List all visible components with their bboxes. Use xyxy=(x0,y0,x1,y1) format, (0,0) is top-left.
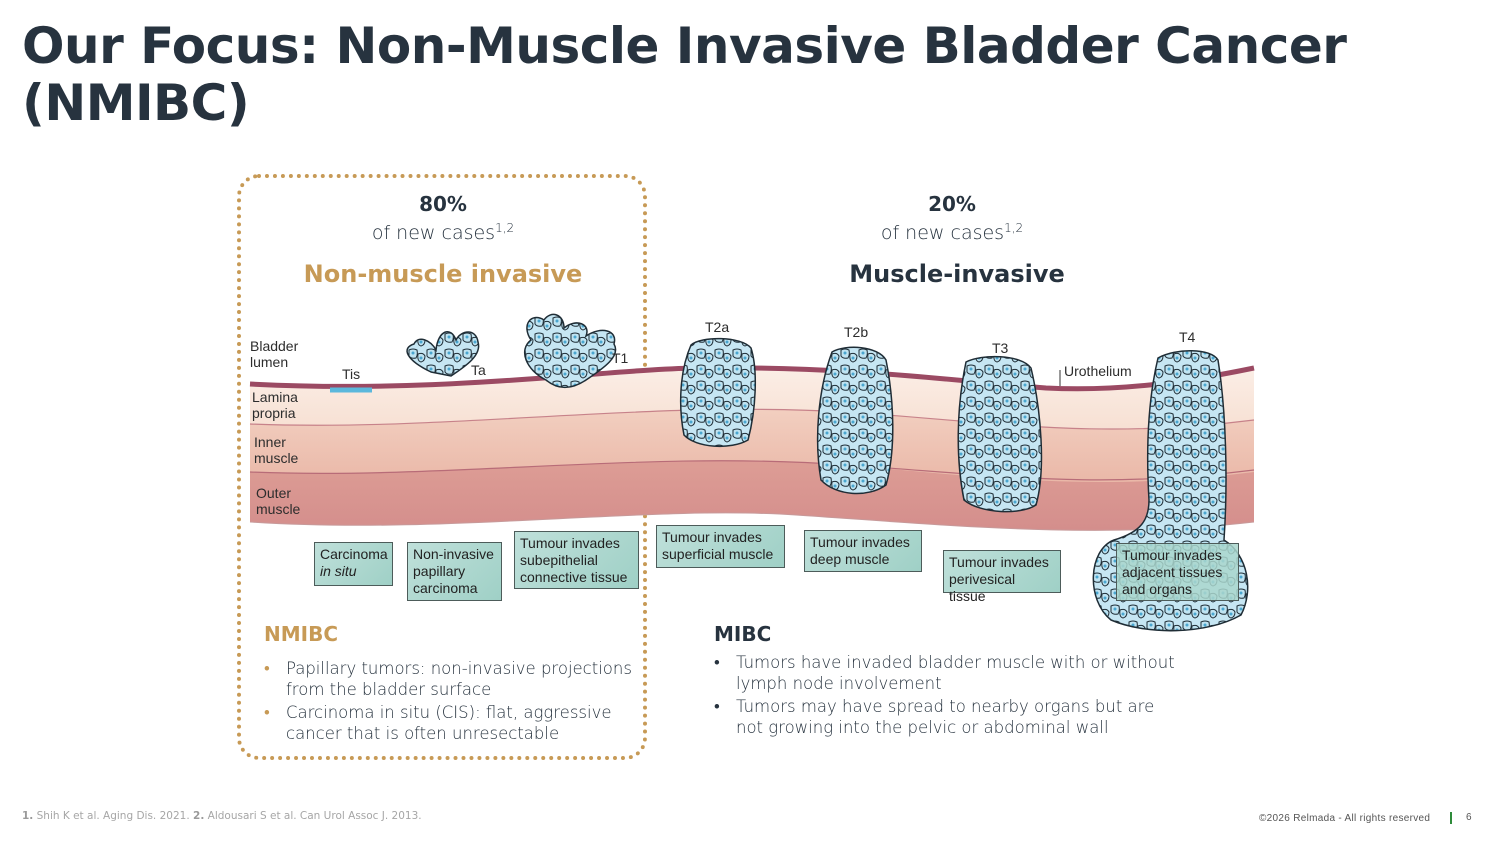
stage-box-line: Tumour invades xyxy=(520,535,620,551)
stage-code-t4: T4 xyxy=(1179,329,1196,345)
stage-code-t2a: T2a xyxy=(705,319,730,335)
copyright-notice: ©2026 Relmada - All rights reserved xyxy=(1259,813,1431,824)
layer-label-line: Lamina xyxy=(252,389,298,405)
nmibc-stat: 80% of new cases1,2 xyxy=(293,192,593,245)
nmibc-caption-text: of new cases xyxy=(371,222,496,244)
stage-box-line: Tumour invades xyxy=(949,554,1049,570)
stage-code-t1: T1 xyxy=(612,350,629,366)
stage-box-line: superficial muscle xyxy=(662,546,774,562)
nmibc-caption-refs: 1,2 xyxy=(495,221,515,235)
bladder-wall-illustration xyxy=(249,313,1255,632)
layer-label-line: Bladder xyxy=(250,338,299,354)
mibc-category-label: Muscle-invasive xyxy=(849,260,1065,288)
mibc-stat: 20% of new cases1,2 xyxy=(802,192,1102,245)
bullet-icon: • xyxy=(264,703,270,722)
stage-box-t2b: Tumour invades deep muscle xyxy=(804,530,922,572)
list-item: • Papillary tumors: non-invasive projecti… xyxy=(264,658,634,700)
list-item: • Tumors may have spread to nearby organs… xyxy=(714,696,1184,738)
bullet-text: Tumors may have spread to nearby organs … xyxy=(736,697,1155,737)
nmibc-category-label: Non-muscle invasive xyxy=(303,260,583,288)
bullet-icon: • xyxy=(714,653,720,672)
stage-box-ta: Non-invasive papillary carcinoma xyxy=(407,542,502,601)
stage-code-tis: Tis xyxy=(342,366,361,382)
stage-box-line: subepithelial xyxy=(520,552,598,568)
layer-label-line: Outer xyxy=(256,485,292,501)
list-item: • Carcinoma in situ (CIS): flat, aggressi… xyxy=(264,702,634,744)
stage-box-t3: Tumour invades perivesical tissue xyxy=(943,550,1061,604)
ta-tumour xyxy=(406,330,480,377)
stage-box-line: in situ xyxy=(320,563,357,579)
stage-box-line: and organs xyxy=(1122,581,1193,597)
stage-box-line: Tumour invades xyxy=(810,534,910,550)
bullet-text: Papillary tumors: non-invasive projectio… xyxy=(286,659,632,699)
footer-separator xyxy=(1450,812,1452,824)
list-item: • Tumors have invaded bladder muscle with… xyxy=(714,652,1184,694)
t1-tumour xyxy=(524,313,617,389)
layer-label-line: muscle xyxy=(256,501,301,517)
stage-box-line: Tumour invades xyxy=(662,529,762,545)
stage-box-tis: Carcinoma in situ xyxy=(314,542,393,586)
ref2-text: Aldousari S et al. Can Urol Assoc J. 201… xyxy=(207,810,422,822)
t2a-tumour xyxy=(679,337,757,448)
layer-label-line: Inner xyxy=(254,434,286,450)
stage-box-line: adjacent tissues xyxy=(1122,564,1223,580)
stage-box-line: carcinoma xyxy=(413,580,478,596)
nmibc-percent-caption: of new cases1,2 xyxy=(293,216,593,245)
stage-box-line: Tumour invades xyxy=(1122,547,1222,563)
page-title: Our Focus: Non-Muscle Invasive Bladder C… xyxy=(22,17,1347,132)
ref1-number: 1. xyxy=(22,810,34,822)
bullet-icon: • xyxy=(714,697,720,716)
nmibc-bullet-list: • Papillary tumors: non-invasive projecti… xyxy=(264,658,634,746)
mibc-caption-refs: 1,2 xyxy=(1004,221,1024,235)
stage-box-line: Carcinoma xyxy=(320,546,388,562)
mibc-percent: 20% xyxy=(928,192,976,216)
stage-code-t2b: T2b xyxy=(844,324,869,340)
stage-code-t3: T3 xyxy=(992,340,1009,356)
layer-label-line: lumen xyxy=(250,354,289,370)
stage-code-ta: Ta xyxy=(471,362,486,378)
stage-box-line: perivesical tissue xyxy=(949,571,1016,604)
stage-box-t4: Tumour invades adjacent tissues and orga… xyxy=(1116,543,1239,601)
ref1-text: Shih K et al. Aging Dis. 2021. xyxy=(36,810,190,822)
stage-box-line: deep muscle xyxy=(810,551,890,567)
nmibc-heading: NMIBC xyxy=(264,622,339,646)
ref2-number: 2. xyxy=(193,810,205,822)
t3-tumour xyxy=(957,355,1043,513)
mibc-bullet-list: • Tumors have invaded bladder muscle with… xyxy=(714,652,1184,740)
stage-box-line: connective tissue xyxy=(520,569,628,585)
t2b-tumour xyxy=(816,346,894,495)
stage-box-line: papillary xyxy=(413,563,466,579)
urothelium-label: Urothelium xyxy=(1064,363,1132,379)
bullet-text: Tumors have invaded bladder muscle with … xyxy=(736,653,1175,693)
bullet-icon: • xyxy=(264,659,270,678)
stage-box-line: Non-invasive xyxy=(413,546,494,562)
references-footnote: 1. Shih K et al. Aging Dis. 2021. 2. Ald… xyxy=(22,810,422,822)
urothelium-line xyxy=(249,365,1255,392)
layer-label-line: muscle xyxy=(254,450,299,466)
nmibc-percent: 80% xyxy=(419,192,467,216)
mibc-caption-text: of new cases xyxy=(880,222,1005,244)
stage-box-t2a: Tumour invades superficial muscle xyxy=(656,525,785,568)
layer-label-line: propria xyxy=(252,405,296,421)
mibc-percent-caption: of new cases1,2 xyxy=(802,216,1102,245)
bullet-text: Carcinoma in situ (CIS): flat, aggressiv… xyxy=(286,703,612,743)
page-number: 6 xyxy=(1466,812,1472,823)
stage-box-t1: Tumour invades subepithelial connective … xyxy=(514,531,639,589)
mibc-heading: MIBC xyxy=(714,622,772,646)
